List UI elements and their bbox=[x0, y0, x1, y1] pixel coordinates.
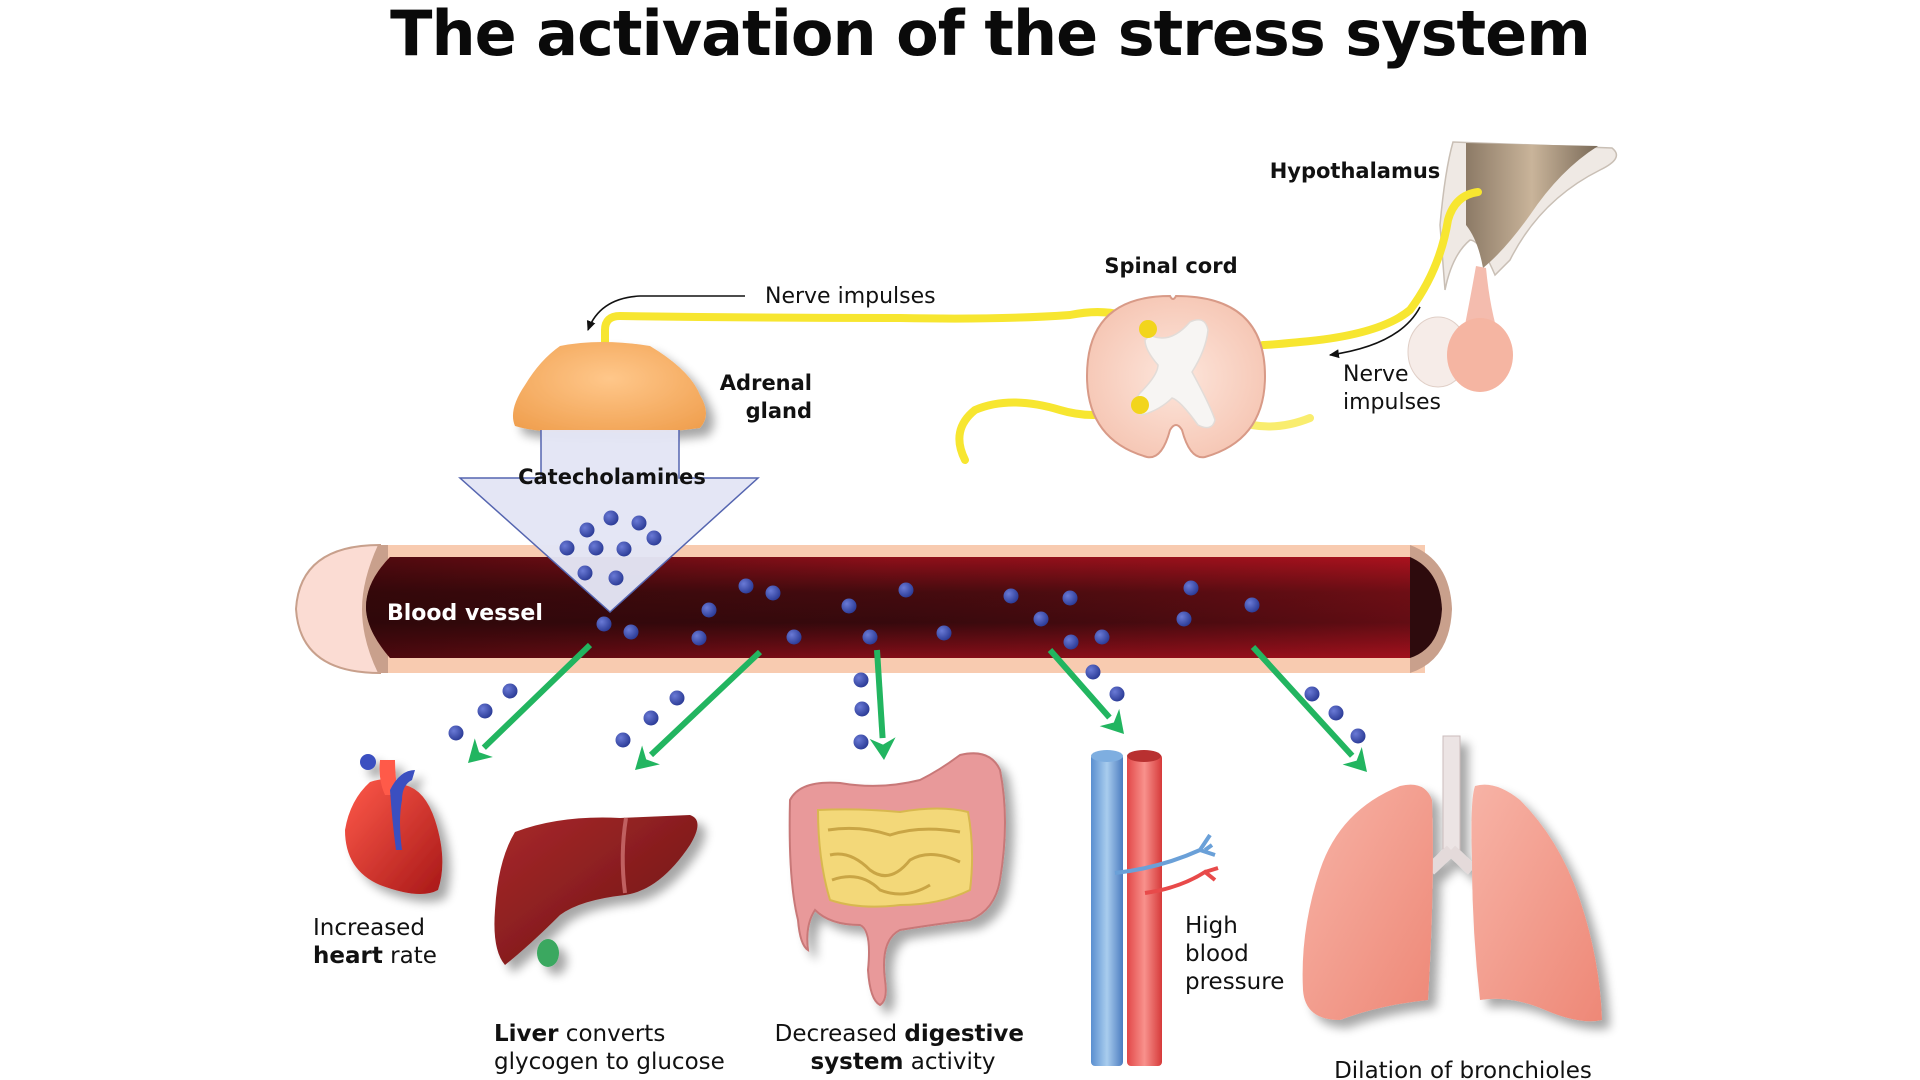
liver-illustration bbox=[494, 815, 698, 967]
catecholamine-molecule bbox=[1062, 590, 1078, 606]
catecholamine-molecule bbox=[1003, 588, 1019, 604]
catecholamine-molecule bbox=[738, 578, 754, 594]
catecholamine-molecule bbox=[841, 598, 857, 614]
catecholamine-molecule bbox=[1183, 580, 1199, 596]
blood-pressure-effect-caption: High blood pressure bbox=[1185, 913, 1284, 995]
catecholamine-molecule bbox=[786, 629, 802, 645]
caption-run: High bbox=[1185, 913, 1238, 939]
effect-arrow-shaft bbox=[874, 649, 886, 739]
caption-run: heart bbox=[313, 943, 383, 969]
adrenal-gland bbox=[512, 342, 706, 433]
caption-run: Increased bbox=[313, 915, 425, 941]
intestine-illustration bbox=[788, 752, 1006, 1007]
catecholamine-molecule bbox=[862, 629, 878, 645]
catecholamine-molecule bbox=[1109, 686, 1125, 702]
caption-run: pressure bbox=[1185, 969, 1284, 995]
caption-run: digestive bbox=[904, 1021, 1024, 1047]
spinal-cord-cross-section bbox=[1085, 294, 1267, 459]
effect-arrow-shaft bbox=[1047, 648, 1112, 720]
blood-vessel-label: Blood vessel bbox=[387, 601, 543, 626]
catecholamine-molecule bbox=[853, 672, 869, 688]
catecholamine-molecule bbox=[646, 530, 662, 546]
heart-effect-caption: Increased heart rate bbox=[313, 915, 437, 969]
catecholamine-molecules bbox=[448, 510, 1366, 750]
catecholamine-molecule bbox=[577, 565, 593, 581]
catecholamine-molecule bbox=[1063, 634, 1079, 650]
catecholamine-molecule bbox=[1033, 611, 1049, 627]
hypothalamus-label: Hypothalamus bbox=[1270, 159, 1441, 183]
caption-run: blood bbox=[1185, 941, 1249, 967]
effect-arrow-head-icon bbox=[1342, 746, 1367, 772]
caption-run: glycogen to glucose bbox=[494, 1049, 725, 1075]
effect-arrow-head-icon bbox=[468, 738, 493, 763]
catecholamine-molecule bbox=[691, 630, 707, 646]
liver-effect-caption: Liver converts glycogen to glucose bbox=[494, 1021, 725, 1075]
diagram-title: The activation of the stress system bbox=[390, 0, 1590, 70]
caption-run: activity bbox=[903, 1049, 995, 1075]
catecholamine-molecule bbox=[643, 710, 659, 726]
nerve-impulse-arrow-right bbox=[1328, 306, 1421, 359]
nerve-spinal-to-adrenal bbox=[601, 308, 1152, 349]
lungs-illustration bbox=[1302, 735, 1602, 1022]
effect-arrows bbox=[468, 642, 1367, 772]
nerve-impulses-label-right-line2: impulses bbox=[1343, 390, 1441, 415]
catecholamine-molecule bbox=[623, 624, 639, 640]
effect-arrow-head-icon bbox=[1099, 708, 1124, 734]
catecholamine-molecule bbox=[936, 625, 952, 641]
catecholamine-molecule bbox=[603, 510, 619, 526]
catecholamine-molecule bbox=[765, 585, 781, 601]
caption-run: Decreased bbox=[775, 1021, 905, 1047]
catecholamine-molecule bbox=[1085, 664, 1101, 680]
nerve-fibers bbox=[601, 188, 1482, 464]
caption-run: converts bbox=[558, 1021, 665, 1047]
spinal-cord-label: Spinal cord bbox=[1104, 254, 1237, 278]
catecholamine-molecule bbox=[502, 683, 518, 699]
effect-arrow-shaft bbox=[648, 649, 763, 758]
catecholamine-molecule bbox=[898, 582, 914, 598]
pituitary-gland bbox=[1407, 266, 1513, 392]
caption-run: Dilation of bronchioles bbox=[1334, 1058, 1592, 1080]
catecholamine-molecule bbox=[1328, 705, 1344, 721]
catecholamine-molecule bbox=[477, 703, 493, 719]
nerve-impulse-arrow-top bbox=[586, 295, 745, 332]
nerve-hypothalamus-to-spinal bbox=[1259, 188, 1482, 349]
digestive-effect-caption: Decreased digestive system activity bbox=[775, 1021, 1032, 1075]
adrenal-gland-label-line2: gland bbox=[746, 399, 812, 423]
catecholamine-molecule bbox=[559, 540, 575, 556]
catecholamine-molecule bbox=[588, 540, 604, 556]
catecholamine-molecule bbox=[448, 725, 464, 741]
catecholamine-molecule bbox=[596, 616, 612, 632]
caption-run: rate bbox=[383, 943, 437, 969]
catecholamine-molecule bbox=[579, 522, 595, 538]
catecholamine-molecule bbox=[1094, 629, 1110, 645]
catecholamine-molecule bbox=[854, 701, 870, 717]
catecholamine-molecule bbox=[1304, 686, 1320, 702]
nerve-impulses-label-right-line1: Nerve bbox=[1343, 362, 1409, 387]
catecholamine-molecule bbox=[1244, 597, 1260, 613]
bronchioles-effect-caption: Dilation of bronchioles bbox=[1334, 1058, 1592, 1080]
catecholamines-label: Catecholamines bbox=[518, 465, 706, 489]
catecholamine-molecule bbox=[1350, 728, 1366, 744]
catecholamine-molecule bbox=[853, 734, 869, 750]
catecholamine-molecule bbox=[608, 570, 624, 586]
caption-run: system bbox=[810, 1049, 903, 1075]
effect-arrow-head-icon bbox=[635, 745, 660, 770]
blood-vessels-illustration bbox=[1091, 750, 1219, 1066]
adrenal-gland-label-line1: Adrenal bbox=[720, 371, 812, 395]
effect-arrow-shaft bbox=[1250, 644, 1355, 758]
caption-run: Liver bbox=[494, 1021, 559, 1047]
effect-arrow-shaft bbox=[481, 642, 593, 750]
catecholamine-molecule bbox=[616, 541, 632, 557]
hypothalamus-illustration bbox=[1439, 141, 1618, 291]
catecholamine-molecule bbox=[615, 732, 631, 748]
effect-arrow-head-icon bbox=[869, 737, 896, 760]
heart-illustration bbox=[345, 754, 443, 894]
nerve-impulses-label-top: Nerve impulses bbox=[765, 284, 936, 309]
catecholamine-molecule bbox=[701, 602, 717, 618]
catecholamine-molecule bbox=[1176, 611, 1192, 627]
catecholamine-molecule bbox=[669, 690, 685, 706]
nerve-lower-right bbox=[1248, 414, 1314, 431]
catecholamine-molecule bbox=[631, 515, 647, 531]
